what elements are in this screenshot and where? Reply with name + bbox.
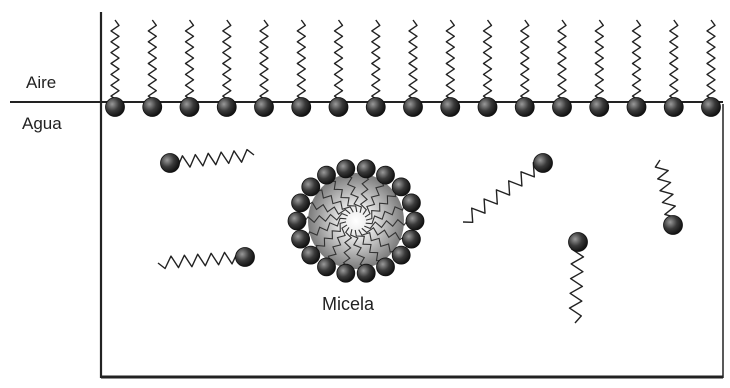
hydrophilic-head	[106, 98, 125, 117]
surfactant-molecule	[627, 20, 646, 117]
hydrophilic-head	[366, 98, 385, 117]
micelle-head	[318, 166, 336, 184]
hydrophobic-tail	[463, 163, 543, 223]
surfactant-molecule	[463, 154, 553, 223]
hydrophobic-tail	[558, 20, 566, 107]
hydrophilic-head	[515, 98, 534, 117]
surfactant-molecule	[404, 20, 423, 117]
micelle-head	[288, 212, 306, 230]
hydrophilic-head	[702, 98, 721, 117]
micelle-head	[377, 166, 395, 184]
surfactant-molecule	[655, 160, 682, 235]
micelle-head	[402, 230, 420, 248]
hydrophilic-head	[553, 98, 572, 117]
hydrophobic-tail	[521, 20, 529, 107]
hydrophobic-tail	[223, 20, 231, 107]
hydrophobic-tail	[170, 150, 254, 169]
surfactant-molecule	[441, 20, 460, 117]
surfactant-molecule	[158, 248, 255, 269]
hydrophobic-tail	[446, 20, 454, 107]
surfactant-molecule	[590, 20, 609, 117]
hydrophilic-head	[255, 98, 274, 117]
micelle-head	[357, 160, 375, 178]
micelle-head	[392, 246, 410, 264]
hydrophilic-head	[217, 98, 236, 117]
hydrophobic-tail	[670, 20, 678, 107]
surfactant-molecule	[292, 20, 311, 117]
hydrophilic-head	[292, 98, 311, 117]
surfactant-molecule	[478, 20, 497, 117]
hydrophilic-head	[590, 98, 609, 117]
hydrophilic-head	[329, 98, 348, 117]
water-label: Agua	[22, 114, 62, 134]
hydrophilic-head	[534, 154, 553, 173]
hydrophobic-tail	[409, 20, 417, 107]
hydrophobic-tail	[111, 20, 119, 107]
surfactant-molecule	[664, 20, 683, 117]
hydrophobic-tail	[484, 20, 492, 107]
hydrophilic-head	[161, 154, 180, 173]
hydrophobic-tail	[633, 20, 641, 107]
hydrophobic-tail	[297, 20, 305, 107]
micelle-head	[292, 194, 310, 212]
micelle-head	[402, 194, 420, 212]
surfactant-molecule	[217, 20, 236, 117]
hydrophilic-head	[236, 248, 255, 267]
hydrophilic-head	[627, 98, 646, 117]
surfactant-molecule	[180, 20, 199, 117]
hydrophobic-tail	[595, 20, 603, 107]
micelle-head	[292, 230, 310, 248]
hydrophilic-head	[569, 233, 588, 252]
micelle-head	[302, 246, 320, 264]
hydrophilic-head	[143, 98, 162, 117]
micelle-head	[392, 178, 410, 196]
micelle-head	[357, 264, 375, 282]
hydrophobic-tail	[148, 20, 156, 107]
surfactant-molecule	[143, 20, 162, 117]
micelle-label: Micela	[322, 294, 374, 315]
surfactant-molecule	[161, 150, 255, 173]
micelle	[288, 160, 424, 282]
surfactant-molecule	[702, 20, 721, 117]
hydrophobic-tail	[707, 20, 715, 107]
micelle-core	[308, 173, 404, 269]
hydrophobic-tail	[335, 20, 343, 107]
air-label: Aire	[26, 73, 56, 93]
surfactant-molecule	[106, 20, 125, 117]
micelle-head	[318, 258, 336, 276]
hydrophilic-head	[664, 98, 683, 117]
hydrophilic-head	[441, 98, 460, 117]
surfactant-molecule	[553, 20, 572, 117]
surfactant-molecule	[515, 20, 534, 117]
micelle-head	[302, 178, 320, 196]
hydrophilic-head	[180, 98, 199, 117]
hydrophobic-tail	[260, 20, 268, 107]
micelle-head	[337, 160, 355, 178]
hydrophilic-head	[478, 98, 497, 117]
hydrophobic-tail	[186, 20, 194, 107]
hydrophilic-head	[664, 216, 683, 235]
hydrophilic-head	[404, 98, 423, 117]
surfactant-molecule	[569, 233, 588, 324]
surfactant-molecule	[329, 20, 348, 117]
micelle-head	[377, 258, 395, 276]
surfactant-molecule	[366, 20, 385, 117]
hydrophobic-tail	[372, 20, 380, 107]
micelle-head	[337, 264, 355, 282]
micelle-head	[406, 212, 424, 230]
surfactant-molecule	[255, 20, 274, 117]
hydrophobic-tail	[158, 252, 245, 269]
hydrophobic-tail	[570, 242, 584, 323]
surface-monolayer	[106, 20, 721, 117]
